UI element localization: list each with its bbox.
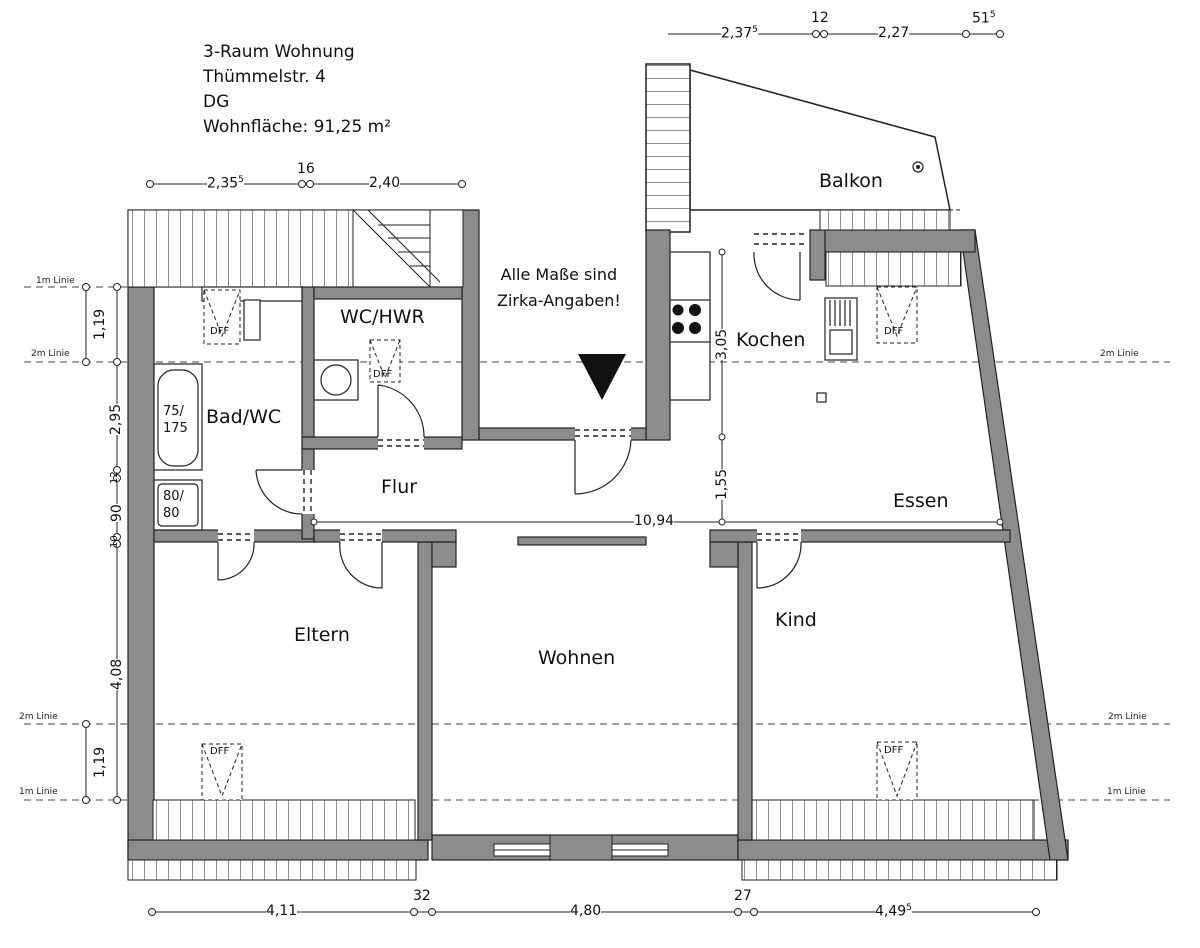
dff-label: DFF: [884, 326, 904, 337]
dff-label: DFF: [210, 326, 230, 337]
height-line-label: 1m Linie: [19, 787, 58, 797]
height-line-label: 1m Linie: [1107, 787, 1146, 797]
dimension-label: 12: [109, 471, 120, 484]
room-label-eltern: Eltern: [294, 624, 350, 646]
room-label-bad-wc: Bad/WC: [206, 406, 282, 428]
dimension-label: 4,495: [875, 903, 912, 920]
info-title: 3-Raum Wohnung: [203, 42, 355, 62]
dimension-label: 10: [109, 535, 120, 548]
dimension-label: 2,355: [207, 175, 244, 192]
dimension-label: 1,19: [92, 308, 108, 340]
dimension-label: 16: [297, 161, 315, 177]
room-label-kind: Kind: [775, 609, 817, 631]
dimension-label: 4,80: [570, 903, 602, 919]
bottom-windows: [493, 834, 669, 861]
room-label-essen: Essen: [893, 490, 949, 512]
roof-slopes: [127, 209, 1058, 881]
bathtub-size-bottom: 175: [163, 421, 188, 436]
shower-size-top: 80/: [163, 489, 184, 504]
room-label-balkon: Balkon: [819, 170, 883, 192]
dimension-label: 32: [413, 888, 431, 904]
dimension-label: 4,11: [266, 903, 298, 919]
skylights: [201, 286, 918, 801]
bathtub-size-top: 75/: [163, 404, 184, 419]
dimension-label: 90: [109, 504, 125, 522]
stove-burners: [672, 304, 701, 334]
dimension-label: 27: [734, 888, 752, 904]
dimension-label: 2,375: [721, 25, 758, 42]
room-label-wc-hwr: WC/HWR: [340, 306, 425, 328]
info-area: Wohnfläche: 91,25 m²: [203, 117, 392, 137]
info-floor: DG: [203, 92, 230, 112]
height-line-label: 2m Linie: [1108, 712, 1147, 722]
doors: [217, 233, 804, 589]
note-line-1: Alle Maße sind: [500, 265, 618, 284]
dff-label: DFF: [373, 369, 393, 380]
height-line-label: 2m Linie: [1100, 349, 1139, 359]
info-address: Thümmelstr. 4: [203, 67, 326, 87]
dimension-label: 2,40: [369, 175, 401, 191]
dimension-label: 10,94: [634, 513, 675, 529]
approximation-note: Alle Maße sind Zirka-Angaben!: [497, 262, 621, 314]
room-label-flur: Flur: [381, 476, 418, 498]
room-label-kochen: Kochen: [736, 329, 806, 351]
room-label-wohnen: Wohnen: [538, 647, 616, 669]
dimension-label: 2,27: [878, 25, 910, 41]
bathtub-size: 75/ 175: [163, 403, 188, 437]
dimension-label: 1,19: [92, 746, 108, 778]
note-line-2: Zirka-Angaben!: [497, 291, 621, 310]
stair: [352, 209, 464, 288]
dimension-label: 12: [811, 10, 829, 26]
dimension-label: 2,95: [108, 403, 124, 435]
height-line-label: 1m Linie: [36, 276, 75, 286]
dff-label: DFF: [210, 746, 230, 757]
dimension-label: 3,05: [714, 328, 730, 360]
entrance-arrow-icon: [578, 354, 626, 400]
height-line-label: 2m Linie: [19, 712, 58, 722]
apartment-info: 3-Raum Wohnung Thümmelstr. 4 DG Wohnfläc…: [203, 40, 391, 140]
dff-label: DFF: [884, 745, 904, 756]
dimension-label: 4,08: [109, 658, 125, 690]
dimension-label: 515: [972, 10, 996, 27]
height-line-label: 2m Linie: [31, 349, 70, 359]
shower-size-bottom: 80: [163, 506, 180, 521]
balcony: [645, 63, 960, 233]
dimension-label: 1,55: [714, 468, 730, 500]
shower-size: 80/ 80: [163, 488, 184, 522]
